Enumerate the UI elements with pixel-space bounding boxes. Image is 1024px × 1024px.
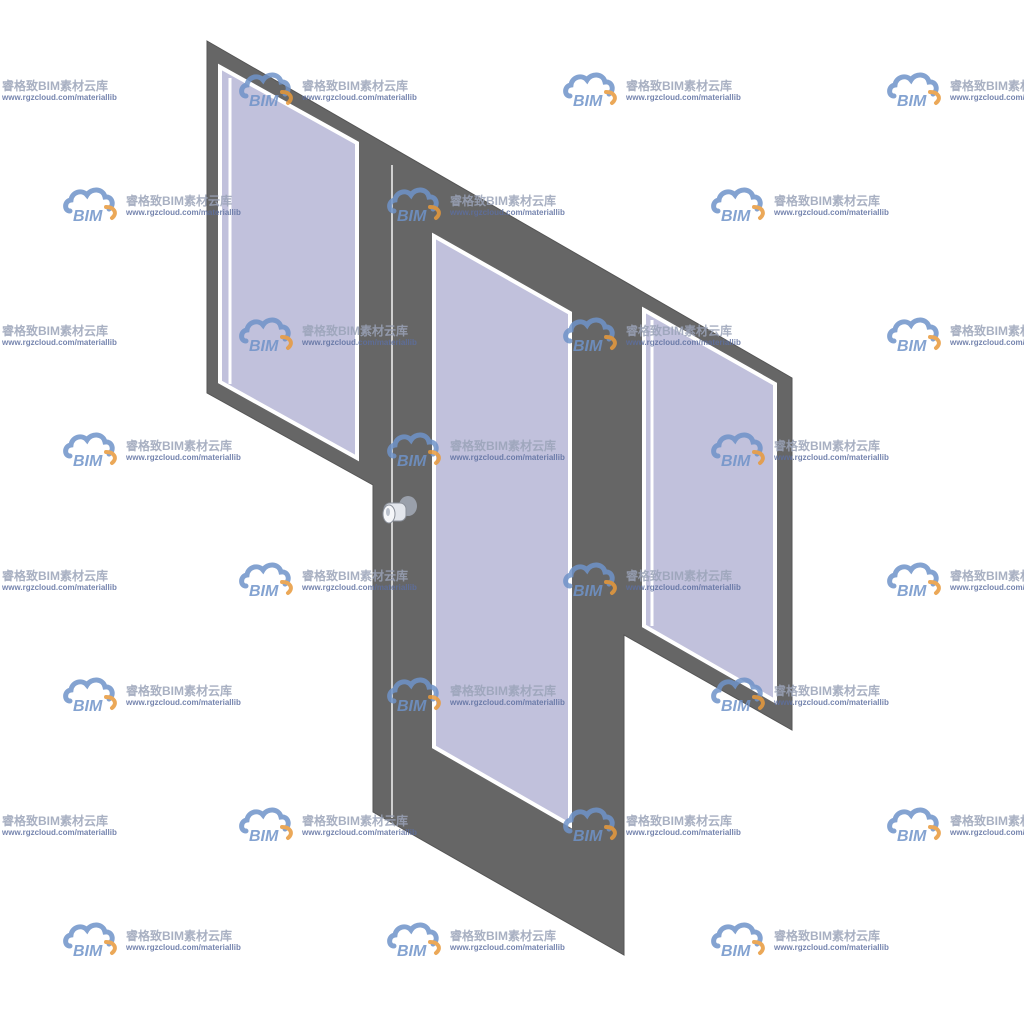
door-knob-icon (382, 496, 417, 524)
left-sidelite-glass (218, 63, 359, 462)
right-sidelite-glass (642, 306, 777, 705)
door-glass (432, 232, 572, 829)
